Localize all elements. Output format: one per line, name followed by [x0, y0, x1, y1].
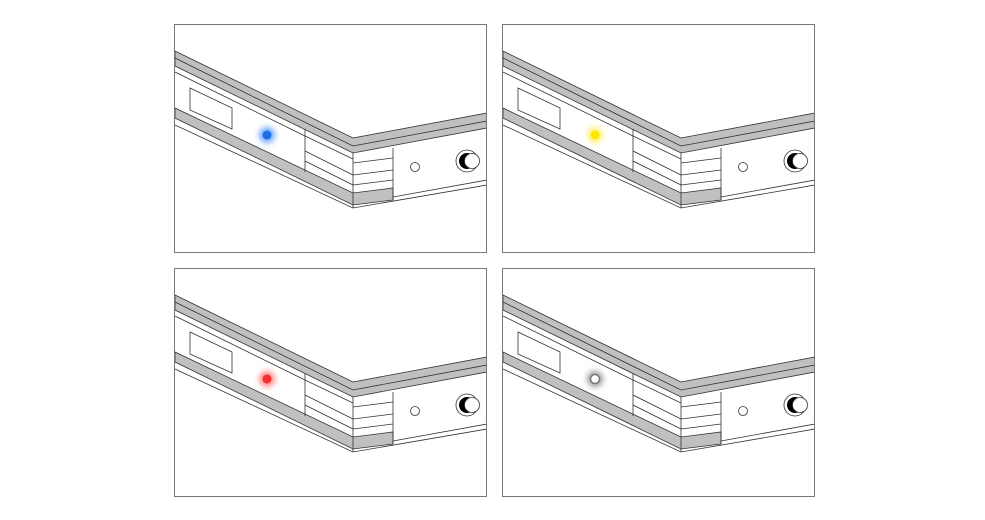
device-panel-white-led	[502, 268, 815, 497]
device-top-band	[175, 294, 486, 398]
status-led-yellow	[587, 127, 603, 143]
device-illustration	[175, 294, 486, 453]
display-window	[189, 87, 233, 130]
device-top-band	[503, 294, 814, 398]
status-led-white	[587, 371, 603, 387]
status-led-blue	[259, 127, 275, 143]
device-panel-red-led	[174, 268, 487, 497]
display-window	[517, 331, 561, 374]
knob-icon	[455, 149, 480, 173]
knob-icon	[783, 393, 808, 417]
device-illustration	[175, 50, 486, 209]
knob-icon	[455, 393, 480, 417]
device-front-face	[503, 71, 814, 209]
device-top-band	[503, 50, 814, 154]
display-window	[189, 331, 233, 374]
knob-icon	[783, 149, 808, 173]
display-window	[517, 87, 561, 130]
small-port-icon	[410, 406, 420, 416]
device-front-face	[175, 315, 486, 453]
status-led-red	[259, 371, 275, 387]
device-panel-yellow-led	[502, 24, 815, 253]
device-panel-blue-led	[174, 24, 487, 253]
small-port-icon	[738, 162, 748, 172]
small-port-icon	[738, 406, 748, 416]
device-front-face	[175, 71, 486, 209]
small-port-icon	[410, 162, 420, 172]
device-top-band	[175, 50, 486, 154]
device-front-face	[503, 315, 814, 453]
device-illustration	[503, 294, 814, 453]
device-illustration	[503, 50, 814, 209]
